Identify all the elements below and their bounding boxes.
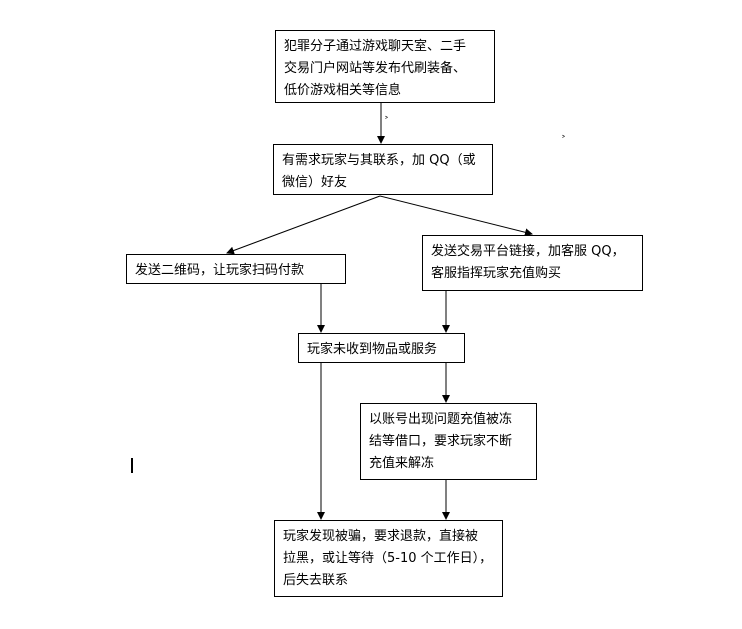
node-text-line: 犯罪分子通过游戏聊天室、二手 [284,39,467,54]
node-text-line: 结等借口，要求玩家不断 [369,434,513,449]
node-text-line: 后失去联系 [283,573,349,588]
node-text-line: 玩家未收到物品或服务 [307,342,438,357]
node-text-line: 玩家发现被骗，要求退款，直接被 [283,529,479,544]
node-account-frozen-excuse: 以账号出现问题充值被冻 结等借口，要求玩家不断 充值来解冻 [360,403,537,480]
node-text-line: 交易门户网站等发布代刷装备、 [284,61,467,76]
node-text-line: 以账号出现问题充值被冻 [369,412,513,427]
node-text-line: 发送交易平台链接，加客服 QQ， [431,244,625,259]
node-text-line: 充值来解冻 [369,456,435,471]
node-qr-payment: 发送二维码，让玩家扫码付款 [126,254,346,284]
node-goods-not-received: 玩家未收到物品或服务 [298,333,465,363]
node-trade-platform-link: 发送交易平台链接，加客服 QQ， 客服指挥玩家充值购买 [422,235,643,291]
stray-mark: ˃ [561,135,566,146]
edge-n2-n4 [379,195,533,237]
node-text-line: 客服指挥玩家充值购买 [431,266,562,281]
node-text-line: 微信）好友 [282,175,348,190]
edge-n2-n3 [226,195,381,255]
node-add-friend: 有需求玩家与其联系，加 QQ（或 微信）好友 [273,144,493,195]
stray-mark: ˃ [384,116,389,127]
node-publish-info: 犯罪分子通过游戏聊天室、二手 交易门户网站等发布代刷装备、 低价游戏相关等信息 [275,30,495,103]
node-text-line: 低价游戏相关等信息 [284,83,402,98]
node-text-line: 发送二维码，让玩家扫码付款 [135,263,305,278]
node-text-line: 拉黑，或让等待（5-10 个工作日）， [283,551,493,566]
node-text-line: 有需求玩家与其联系，加 QQ（或 [282,153,476,168]
node-scam-discovered: 玩家发现被骗，要求退款，直接被 拉黑，或让等待（5-10 个工作日）， 后失去联… [274,520,503,597]
text-cursor [131,458,133,473]
